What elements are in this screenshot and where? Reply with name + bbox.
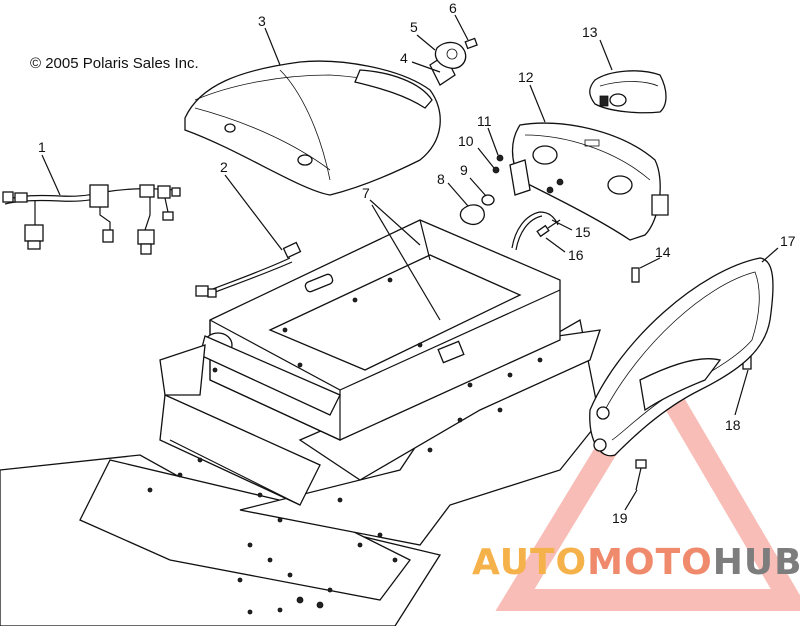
- copyright-notice: © 2005 Polaris Sales Inc.: [30, 55, 199, 72]
- callout-11: 11: [477, 113, 492, 129]
- tunnel-frame: [0, 219, 601, 627]
- wiring-harness: [2, 184, 181, 255]
- callout-7: 7: [362, 185, 370, 201]
- watermark-triangle: [495, 348, 800, 611]
- callout-17: 17: [780, 233, 796, 249]
- small-hardware: [459, 154, 564, 226]
- callout-4: 4: [400, 50, 408, 66]
- callout-12: 12: [518, 69, 534, 85]
- watermark-part-moto: MOTO: [587, 542, 713, 583]
- callout-18: 18: [725, 417, 741, 433]
- callout-1: 1: [38, 139, 46, 155]
- callout-6: 6: [449, 0, 457, 16]
- callout-labels: 1 2 3 4 5 6 7 8 9 10 11 12 13 14 15 16 1…: [38, 0, 796, 526]
- bracket-and-screw: [511, 211, 561, 251]
- callout-13: 13: [582, 24, 598, 40]
- callout-15: 15: [575, 224, 591, 240]
- callout-14: 14: [655, 244, 671, 260]
- callout-16: 16: [568, 247, 584, 263]
- callout-19: 19: [612, 510, 628, 526]
- callout-10: 10: [458, 133, 474, 149]
- watermark-part-hub: HUB: [712, 542, 800, 583]
- leader-lines: [41, 14, 779, 511]
- callout-9: 9: [460, 162, 468, 178]
- callout-5: 5: [410, 19, 418, 35]
- watermark-part-auto: AUTO: [472, 542, 588, 583]
- watermark-logo: AUTOMOTOHUB: [472, 542, 800, 583]
- tail-harness: [195, 241, 302, 298]
- callout-3: 3: [258, 13, 266, 29]
- callout-8: 8: [437, 171, 445, 187]
- seat-cushion: [184, 60, 441, 196]
- side-panel: [589, 257, 774, 457]
- callout-2: 2: [220, 159, 228, 175]
- rear-housing: [509, 122, 669, 241]
- tail-lens: [589, 70, 667, 114]
- socket-assembly: [429, 37, 478, 86]
